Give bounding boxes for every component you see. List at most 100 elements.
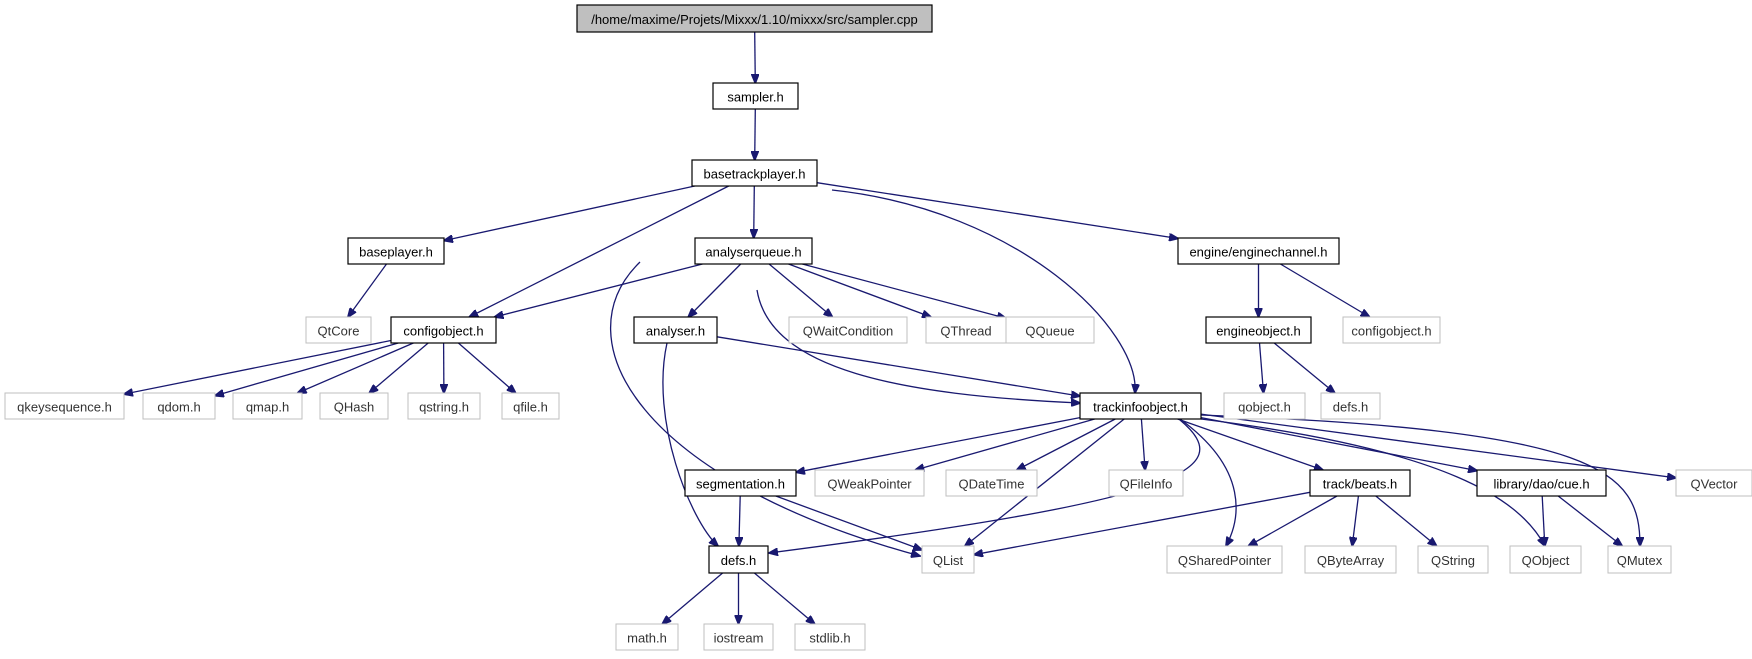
node-label: segmentation.h xyxy=(696,477,785,492)
node-box xyxy=(390,316,497,344)
node-box xyxy=(1108,469,1184,497)
node-analyser-h[interactable]: analyser.h xyxy=(633,316,718,344)
node-label: engine/enginechannel.h xyxy=(1189,245,1327,260)
node-box xyxy=(945,469,1038,497)
edge-trackinfoobject-h-to-qfileinfo xyxy=(1141,418,1145,470)
node-configobject-h[interactable]: configobject.h xyxy=(390,316,497,344)
edge-basetrackplayer-h-to-enginechannel-h xyxy=(816,182,1178,239)
node-qlist: QList xyxy=(921,545,975,574)
node-stdlib-h: stdlib.h xyxy=(794,623,866,651)
edge-trackinfoobject-h-to-qobject xyxy=(1200,418,1545,546)
node-qstring-h: qstring.h xyxy=(407,392,481,420)
node-box xyxy=(232,392,303,420)
node-qobject-h: qobject.h xyxy=(1223,392,1306,420)
edge-configobject-h-to-qhash xyxy=(369,342,429,393)
node-box xyxy=(925,316,1007,344)
node-baseplayer-h[interactable]: baseplayer.h xyxy=(347,237,445,265)
edge-analyser-h-to-trackinfoobject-h xyxy=(716,336,1080,396)
node-box xyxy=(1223,392,1306,420)
node-trackinfoobject-h[interactable]: trackinfoobject.h xyxy=(1079,392,1202,420)
node-label: sampler.h xyxy=(727,90,783,105)
node-engineobject-h[interactable]: engineobject.h xyxy=(1205,316,1312,344)
node-label: qobject.h xyxy=(1238,400,1291,415)
edge-analyserqueue-h-to-qlist xyxy=(609,261,920,556)
edge-basetrackplayer-h-to-baseplayer-h xyxy=(444,185,695,241)
node-box xyxy=(305,316,372,344)
node-box xyxy=(1005,316,1095,344)
edge-segmentation-h-to-defs-h xyxy=(739,495,740,546)
node-qfile-h: qfile.h xyxy=(501,392,560,420)
edge-cue-h-to-qmutex xyxy=(1557,495,1622,546)
node-label: iostream xyxy=(714,631,764,646)
node-root[interactable]: /home/maxime/Projets/Mixxx/1.10/mixxx/sr… xyxy=(576,4,933,33)
edge-trackinfoobject-h-to-cue-h xyxy=(1200,416,1477,471)
node-box xyxy=(319,392,389,420)
node-label: QWeakPointer xyxy=(827,477,912,492)
node-label: configobject.h xyxy=(1351,324,1431,339)
node-box xyxy=(703,623,774,651)
node-box xyxy=(1342,316,1441,344)
node-box xyxy=(1675,469,1752,497)
edge-layer xyxy=(124,31,1676,624)
node-analyserqueue-h[interactable]: analyserqueue.h xyxy=(694,237,813,265)
node-segmentation-h[interactable]: segmentation.h xyxy=(684,469,797,497)
edge-engineobject-h-to-defs-h-ext xyxy=(1273,342,1335,393)
node-label: math.h xyxy=(627,631,667,646)
node-configobject-ext: configobject.h xyxy=(1342,316,1441,344)
edge-segmentation-h-to-qlist xyxy=(775,495,922,550)
node-qobject: QObject xyxy=(1509,545,1582,574)
node-sampler-h[interactable]: sampler.h xyxy=(712,82,799,110)
node-qweakpointer: QWeakPointer xyxy=(814,469,925,497)
edge-beats-h-to-qlist xyxy=(974,491,1311,554)
node-qtcore: QtCore xyxy=(305,316,372,344)
node-box xyxy=(1079,392,1202,420)
node-box xyxy=(1417,545,1489,574)
edge-beats-h-to-qbytearray xyxy=(1352,495,1360,546)
node-label: QHash xyxy=(334,400,374,415)
node-label: analyser.h xyxy=(646,324,705,339)
node-label: QByteArray xyxy=(1317,553,1385,568)
node-label: track/beats.h xyxy=(1323,477,1397,492)
node-label: QVector xyxy=(1691,477,1739,492)
edge-trackinfoobject-h-to-qweakpointer xyxy=(915,418,1095,470)
edge-analyserqueue-h-to-trackinfoobject-h xyxy=(756,289,1080,403)
edge-analyser-h-to-defs-h xyxy=(662,342,718,546)
edge-cue-h-to-qobject xyxy=(1542,495,1545,546)
edge-basetrackplayer-h-to-analyserqueue-h xyxy=(754,185,755,238)
node-label: qfile.h xyxy=(513,400,548,415)
edge-basetrackplayer-h-to-configobject-h xyxy=(469,185,729,317)
node-cue-h[interactable]: library/dao/cue.h xyxy=(1476,469,1607,497)
node-box xyxy=(1304,545,1397,574)
node-label: engineobject.h xyxy=(1216,324,1301,339)
node-box xyxy=(921,545,975,574)
edge-baseplayer-h-to-qtcore xyxy=(348,263,388,317)
node-enginechannel-h[interactable]: engine/enginechannel.h xyxy=(1177,237,1340,265)
node-label: QtCore xyxy=(318,324,360,339)
node-box xyxy=(794,623,866,651)
node-box xyxy=(1607,545,1672,574)
node-beats-h[interactable]: track/beats.h xyxy=(1309,469,1411,497)
node-label: library/dao/cue.h xyxy=(1493,477,1589,492)
edge-analyserqueue-h-to-analyser-h xyxy=(688,263,742,317)
node-iostream: iostream xyxy=(703,623,774,651)
node-box xyxy=(1309,469,1411,497)
node-defs-h[interactable]: defs.h xyxy=(708,545,769,574)
node-label: baseplayer.h xyxy=(359,245,433,260)
node-label: QThread xyxy=(940,324,991,339)
edge-engineobject-h-to-qobject-h xyxy=(1260,342,1264,393)
node-box xyxy=(694,237,813,265)
edge-defs-h-to-math-h xyxy=(662,572,724,624)
node-qmutex: QMutex xyxy=(1607,545,1672,574)
node-basetrackplayer-h[interactable]: basetrackplayer.h xyxy=(691,159,818,187)
node-label: qmap.h xyxy=(246,400,289,415)
node-box xyxy=(1166,545,1283,574)
node-label: stdlib.h xyxy=(809,631,850,646)
node-label: qstring.h xyxy=(419,400,469,415)
node-label: basetrackplayer.h xyxy=(704,167,806,182)
edge-configobject-h-to-qkeysequence-h xyxy=(124,339,392,395)
node-box xyxy=(142,392,216,420)
node-qmap-h: qmap.h xyxy=(232,392,303,420)
node-label: QMutex xyxy=(1617,553,1663,568)
node-layer: /home/maxime/Projets/Mixxx/1.10/mixxx/sr… xyxy=(4,4,1752,651)
node-box xyxy=(684,469,797,497)
